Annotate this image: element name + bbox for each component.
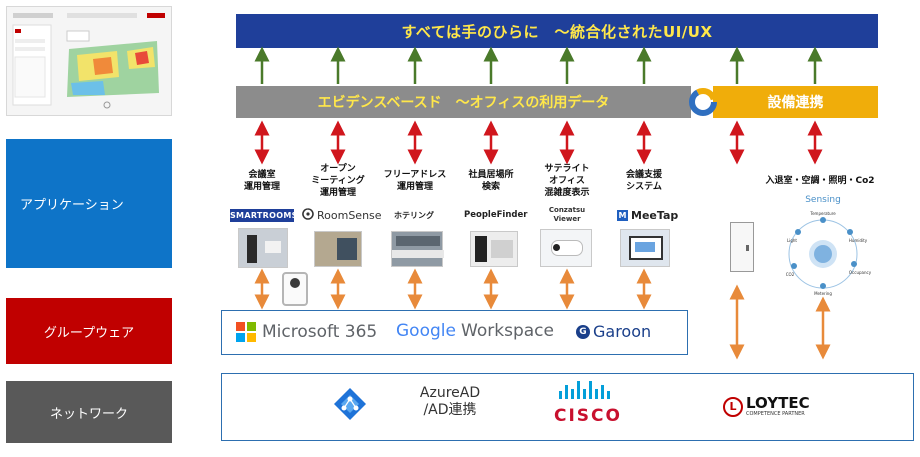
humidity-icon (847, 229, 853, 235)
app-title-meeting-room: 会議室 運用管理 (243, 170, 280, 192)
metering-icon (820, 283, 826, 289)
sensing-item-temperature: Temperature (809, 211, 836, 216)
sensing-item-metering: Metering (814, 291, 832, 296)
groupware-box (221, 310, 688, 355)
loytec-icon: L (723, 397, 743, 417)
network-box (221, 373, 914, 441)
roomsense-photo (314, 231, 362, 267)
google-workspace-logo: Google Workspace (396, 321, 554, 341)
peoplefinder-logo: PeopleFinder (464, 210, 528, 220)
sensing-item-occupancy: Occupancy (849, 270, 872, 275)
sensing-item-light: Light (787, 238, 797, 243)
meetap-photo (620, 229, 670, 267)
azure-ad-icon (334, 388, 366, 420)
integrated-ui-title: すべては手のひらに ～統合化されたUI/UX (401, 22, 713, 41)
garoon-logo: G Garoon (576, 322, 651, 341)
light-icon (795, 229, 801, 235)
microsoft-365-logo: Microsoft 365 (236, 322, 377, 342)
card-reader-photo (282, 272, 308, 306)
cisco-logo: CISCO (553, 381, 623, 425)
loytec-logo: L LOYTEC COMPETENCE PARTNER (723, 396, 810, 418)
roomsense-icon (302, 208, 314, 220)
microsoft-icon (236, 322, 256, 342)
door-icon (730, 222, 754, 272)
sensing-item-humidity: Humidity (849, 238, 868, 243)
peoplefinder-photo (470, 231, 518, 267)
occupancy-icon (851, 261, 857, 267)
app-title-satellite-office: サテライト オフィス 混雑度表示 (544, 164, 590, 198)
app-screenshot-thumbnail (6, 6, 172, 116)
hoteling-logo: ホテリング (394, 211, 434, 220)
evidence-based-bar: エビデンスベースド ～オフィスの利用データ (236, 86, 691, 118)
conzatsu-viewer-logo: Conzatsu Viewer (548, 206, 586, 223)
roomsense-logo: RoomSense (302, 207, 388, 223)
meetap-icon: M (617, 209, 628, 221)
app-title-open-meeting: オープン ミーティング 運用管理 (311, 164, 365, 198)
co2-icon (791, 263, 797, 269)
sensing-title: 入退室・空調・照明・Co2 (765, 176, 875, 186)
equipment-link-title: 設備連携 (767, 95, 824, 111)
donut-connector (689, 88, 717, 116)
azure-ad-label: AzureAD /AD連携 (419, 385, 481, 418)
app-title-people-search: 社員居場所 検索 (468, 170, 514, 192)
sensing-label: Sensing (805, 195, 841, 205)
sensing-item-co2: CO2 (786, 272, 795, 277)
green-arrows (254, 46, 823, 84)
camera-photo (540, 229, 592, 267)
hoteling-photo (391, 231, 444, 267)
equipment-link-bar: 設備連携 (713, 86, 878, 118)
evidence-based-title: エビデンスベースド ～オフィスの利用データ (317, 95, 610, 111)
app-title-free-address: フリーアドレス 運用管理 (383, 170, 447, 192)
smartrooms-photo (238, 228, 288, 268)
layer-label-network: ネットワーク (6, 381, 172, 443)
heatmap-screenshot (7, 7, 171, 115)
layer-label-groupware: グループウェア (6, 298, 172, 364)
sensing-diagram: Sensing Temperature Humidity Occupancy M… (786, 195, 872, 296)
temperature-icon (820, 217, 826, 223)
garoon-icon: G (576, 324, 590, 339)
app-title-meeting-support: 会議支援 システム (625, 170, 662, 192)
layer-label-application: アプリケーション (6, 139, 172, 268)
orange-arrows (254, 268, 831, 360)
meetap-logo: M MeeTap (617, 208, 679, 222)
smartrooms-logo: SMARTROOMS (230, 209, 298, 222)
integrated-ui-bar: すべては手のひらに ～統合化されたUI/UX (236, 14, 878, 48)
cisco-bars-icon (559, 381, 610, 399)
red-arrows (254, 120, 823, 165)
